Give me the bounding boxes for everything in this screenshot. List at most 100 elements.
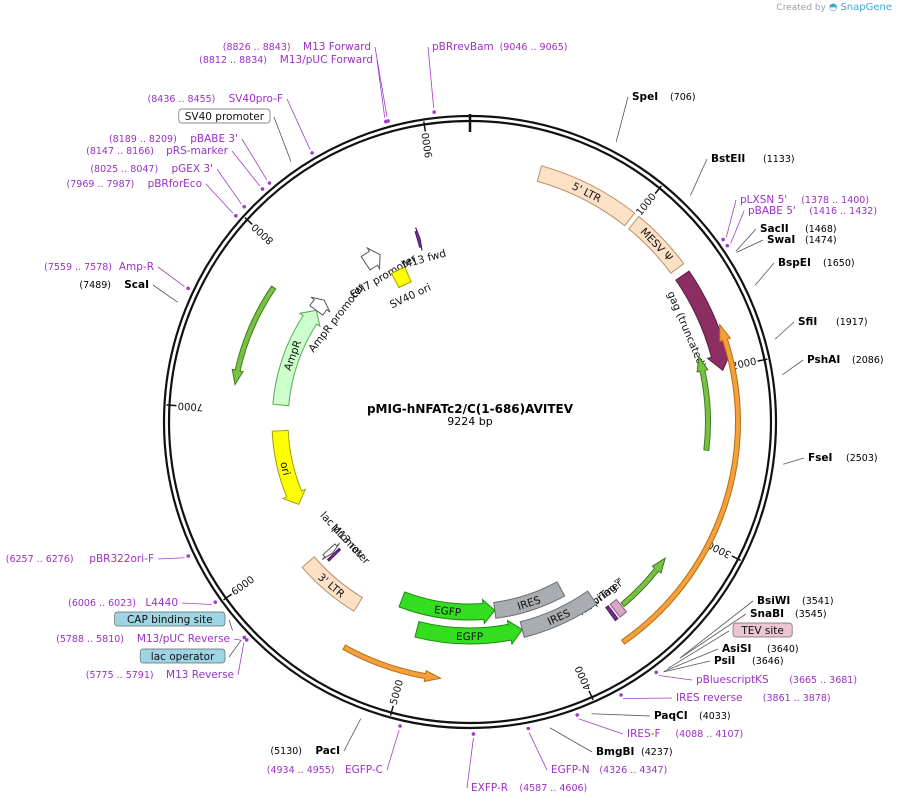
site-label[interactable]: SpeI (706) — [615, 91, 696, 142]
site-label[interactable]: BmgBI(4237) — [549, 727, 673, 758]
site-position: (8025 .. 8047) — [90, 164, 158, 175]
credit-prefix: Created by — [776, 3, 826, 13]
site-label[interactable]: pBABE 3'(8189 .. 8209) — [109, 133, 272, 185]
site-name: SfiI — [798, 316, 817, 328]
site-label[interactable]: CAP binding site — [114, 611, 233, 631]
site-name: FseI — [808, 452, 832, 464]
feature-arrow[interactable] — [620, 323, 741, 645]
site-label[interactable]: M13/pUC Reverse(5788 .. 5810) — [56, 633, 247, 645]
site-position: (3640) — [767, 644, 799, 655]
tick-mark — [731, 555, 742, 562]
feature-arrow[interactable] — [301, 556, 363, 612]
site-label[interactable]: BsiWI(3541) — [680, 595, 834, 658]
site-name: pGEX 3' — [171, 163, 213, 175]
site-name: pBABE 5' — [748, 205, 796, 217]
site-label[interactable]: EGFP-N(4326 .. 4347) — [526, 726, 668, 776]
feature-arrow[interactable] — [231, 285, 277, 386]
site-position: (4326 .. 4347) — [599, 765, 667, 776]
site-label[interactable]: SfiI(1917) — [774, 316, 868, 340]
feature-arrow[interactable] — [628, 215, 685, 274]
snapgene-logo-icon: ◓ — [828, 2, 838, 13]
site-position: (1378 .. 1400) — [801, 195, 869, 206]
feature-arrow[interactable] — [398, 591, 496, 625]
site-position: (3646) — [752, 656, 784, 667]
feature-arrow[interactable] — [271, 429, 307, 505]
feature-arrow[interactable] — [536, 165, 636, 227]
site-label[interactable]: lac operator — [139, 639, 242, 664]
feature-arrow[interactable] — [675, 270, 732, 372]
site-label[interactable]: AsiSI (3640) — [664, 643, 799, 672]
site-label[interactable]: PacI(5130) — [270, 718, 362, 757]
site-label[interactable]: SnaBI(3545) — [679, 608, 827, 659]
site-label[interactable]: IRES-F(4088 .. 4107) — [575, 713, 743, 740]
feature-arrow[interactable] — [609, 598, 628, 618]
site-position: (4587 .. 4606) — [519, 783, 587, 794]
feature-arrow[interactable] — [309, 296, 331, 316]
feature-arrow[interactable] — [342, 644, 443, 683]
site-position: (2086) — [852, 355, 884, 366]
site-position: (9046 .. 9065) — [500, 42, 568, 53]
site-label[interactable]: PshAI (2086) — [782, 354, 884, 376]
feature-label: EGFP — [456, 631, 483, 643]
site-label[interactable]: pBR322ori-F(6257 .. 6276) — [6, 553, 191, 565]
site-labels: SpeI (706) BstEII(1133)pLXSN 5'(1378 .. 14… — [6, 41, 884, 794]
site-label[interactable]: SacII(1468) — [735, 223, 837, 252]
site-label[interactable]: Amp-R(7559 .. 7578) — [44, 261, 190, 291]
site-label[interactable]: pLXSN 5'(1378 .. 1400) — [721, 194, 869, 242]
site-label[interactable]: IRES reverse(3861 .. 3878) — [619, 692, 831, 704]
feature-arrow[interactable] — [390, 266, 412, 289]
site-label[interactable]: EXFP-R(4587 .. 4606) — [466, 732, 587, 794]
tick-mark — [223, 593, 233, 601]
site-name: IRES-F — [627, 728, 661, 740]
site-name: PsiI — [714, 655, 735, 667]
site-name: SpeI — [632, 91, 658, 103]
feature-arrow[interactable] — [696, 355, 711, 451]
tick-label: 1000 — [634, 191, 659, 218]
site-name: CAP binding site — [127, 614, 213, 626]
site-label[interactable]: pBRrevBam(9046 .. 9065) — [427, 41, 568, 114]
site-name: PshAI — [807, 354, 840, 366]
site-name: SacII — [760, 223, 789, 235]
site-label[interactable]: SV40 promoter — [178, 108, 292, 162]
tick-label: 5000 — [389, 679, 406, 706]
site-label[interactable]: pGEX 3' (8025 .. 8047) — [90, 163, 246, 209]
site-label[interactable]: pBRforEco(7969 .. 7987) — [67, 178, 238, 218]
site-label[interactable]: SwaI(1474) — [736, 234, 837, 253]
site-label[interactable]: pRS-marker(8147 .. 8166) — [86, 145, 265, 191]
site-label[interactable]: PaqCI(4033) — [591, 710, 731, 722]
feature-arrow[interactable] — [414, 227, 423, 251]
feature-arrow[interactable] — [605, 605, 619, 622]
feature-arrow[interactable] — [326, 547, 342, 562]
site-label[interactable]: pBABE 5'(1416 .. 1432) — [725, 205, 877, 248]
site-label[interactable]: M13/pUC Forward(8812 .. 8834) — [199, 54, 388, 124]
tick-mark — [166, 404, 177, 407]
plasmid-length: 9224 bp — [447, 415, 492, 428]
feature-arrow[interactable] — [321, 542, 341, 561]
site-name: EGFP-C — [345, 764, 383, 776]
site-label[interactable]: M13 Reverse(5775 .. 5791) — [86, 638, 249, 681]
site-label[interactable]: pBluescriptKS(3665 .. 3681) — [654, 670, 857, 686]
site-label[interactable]: TEV site — [667, 622, 793, 669]
site-name: ScaI — [124, 279, 149, 291]
feature-arrow[interactable] — [414, 619, 523, 646]
feature-arrow[interactable] — [360, 246, 381, 271]
site-label[interactable]: BstEII(1133) — [690, 153, 795, 196]
site-label[interactable]: PsiI (3646) — [663, 655, 784, 673]
site-label[interactable]: FseI(2503) — [783, 452, 878, 465]
site-label[interactable]: L4440(6006 .. 6023) — [68, 597, 218, 609]
site-position: (706) — [670, 92, 696, 103]
tick-mark — [757, 358, 768, 362]
site-name: PaqCI — [654, 710, 688, 722]
site-label[interactable]: BspEI(1650) — [754, 257, 855, 286]
site-position: (1133) — [763, 154, 795, 165]
feature-arrow[interactable] — [519, 590, 598, 638]
site-label[interactable]: SV40pro-F(8436 .. 8455) — [148, 93, 314, 155]
site-label[interactable]: M13 Forward(8826 .. 8843) — [223, 41, 390, 123]
site-label[interactable]: EGFP-C(4934 .. 4955) — [267, 724, 402, 776]
site-name: AsiSI — [722, 643, 751, 655]
feature-label: EGFP — [433, 604, 461, 619]
tick-mark — [423, 121, 427, 132]
tick-label: 4000 — [574, 664, 594, 692]
feature-arrow[interactable] — [620, 557, 667, 608]
site-label[interactable]: ScaI(7489) — [79, 279, 178, 303]
